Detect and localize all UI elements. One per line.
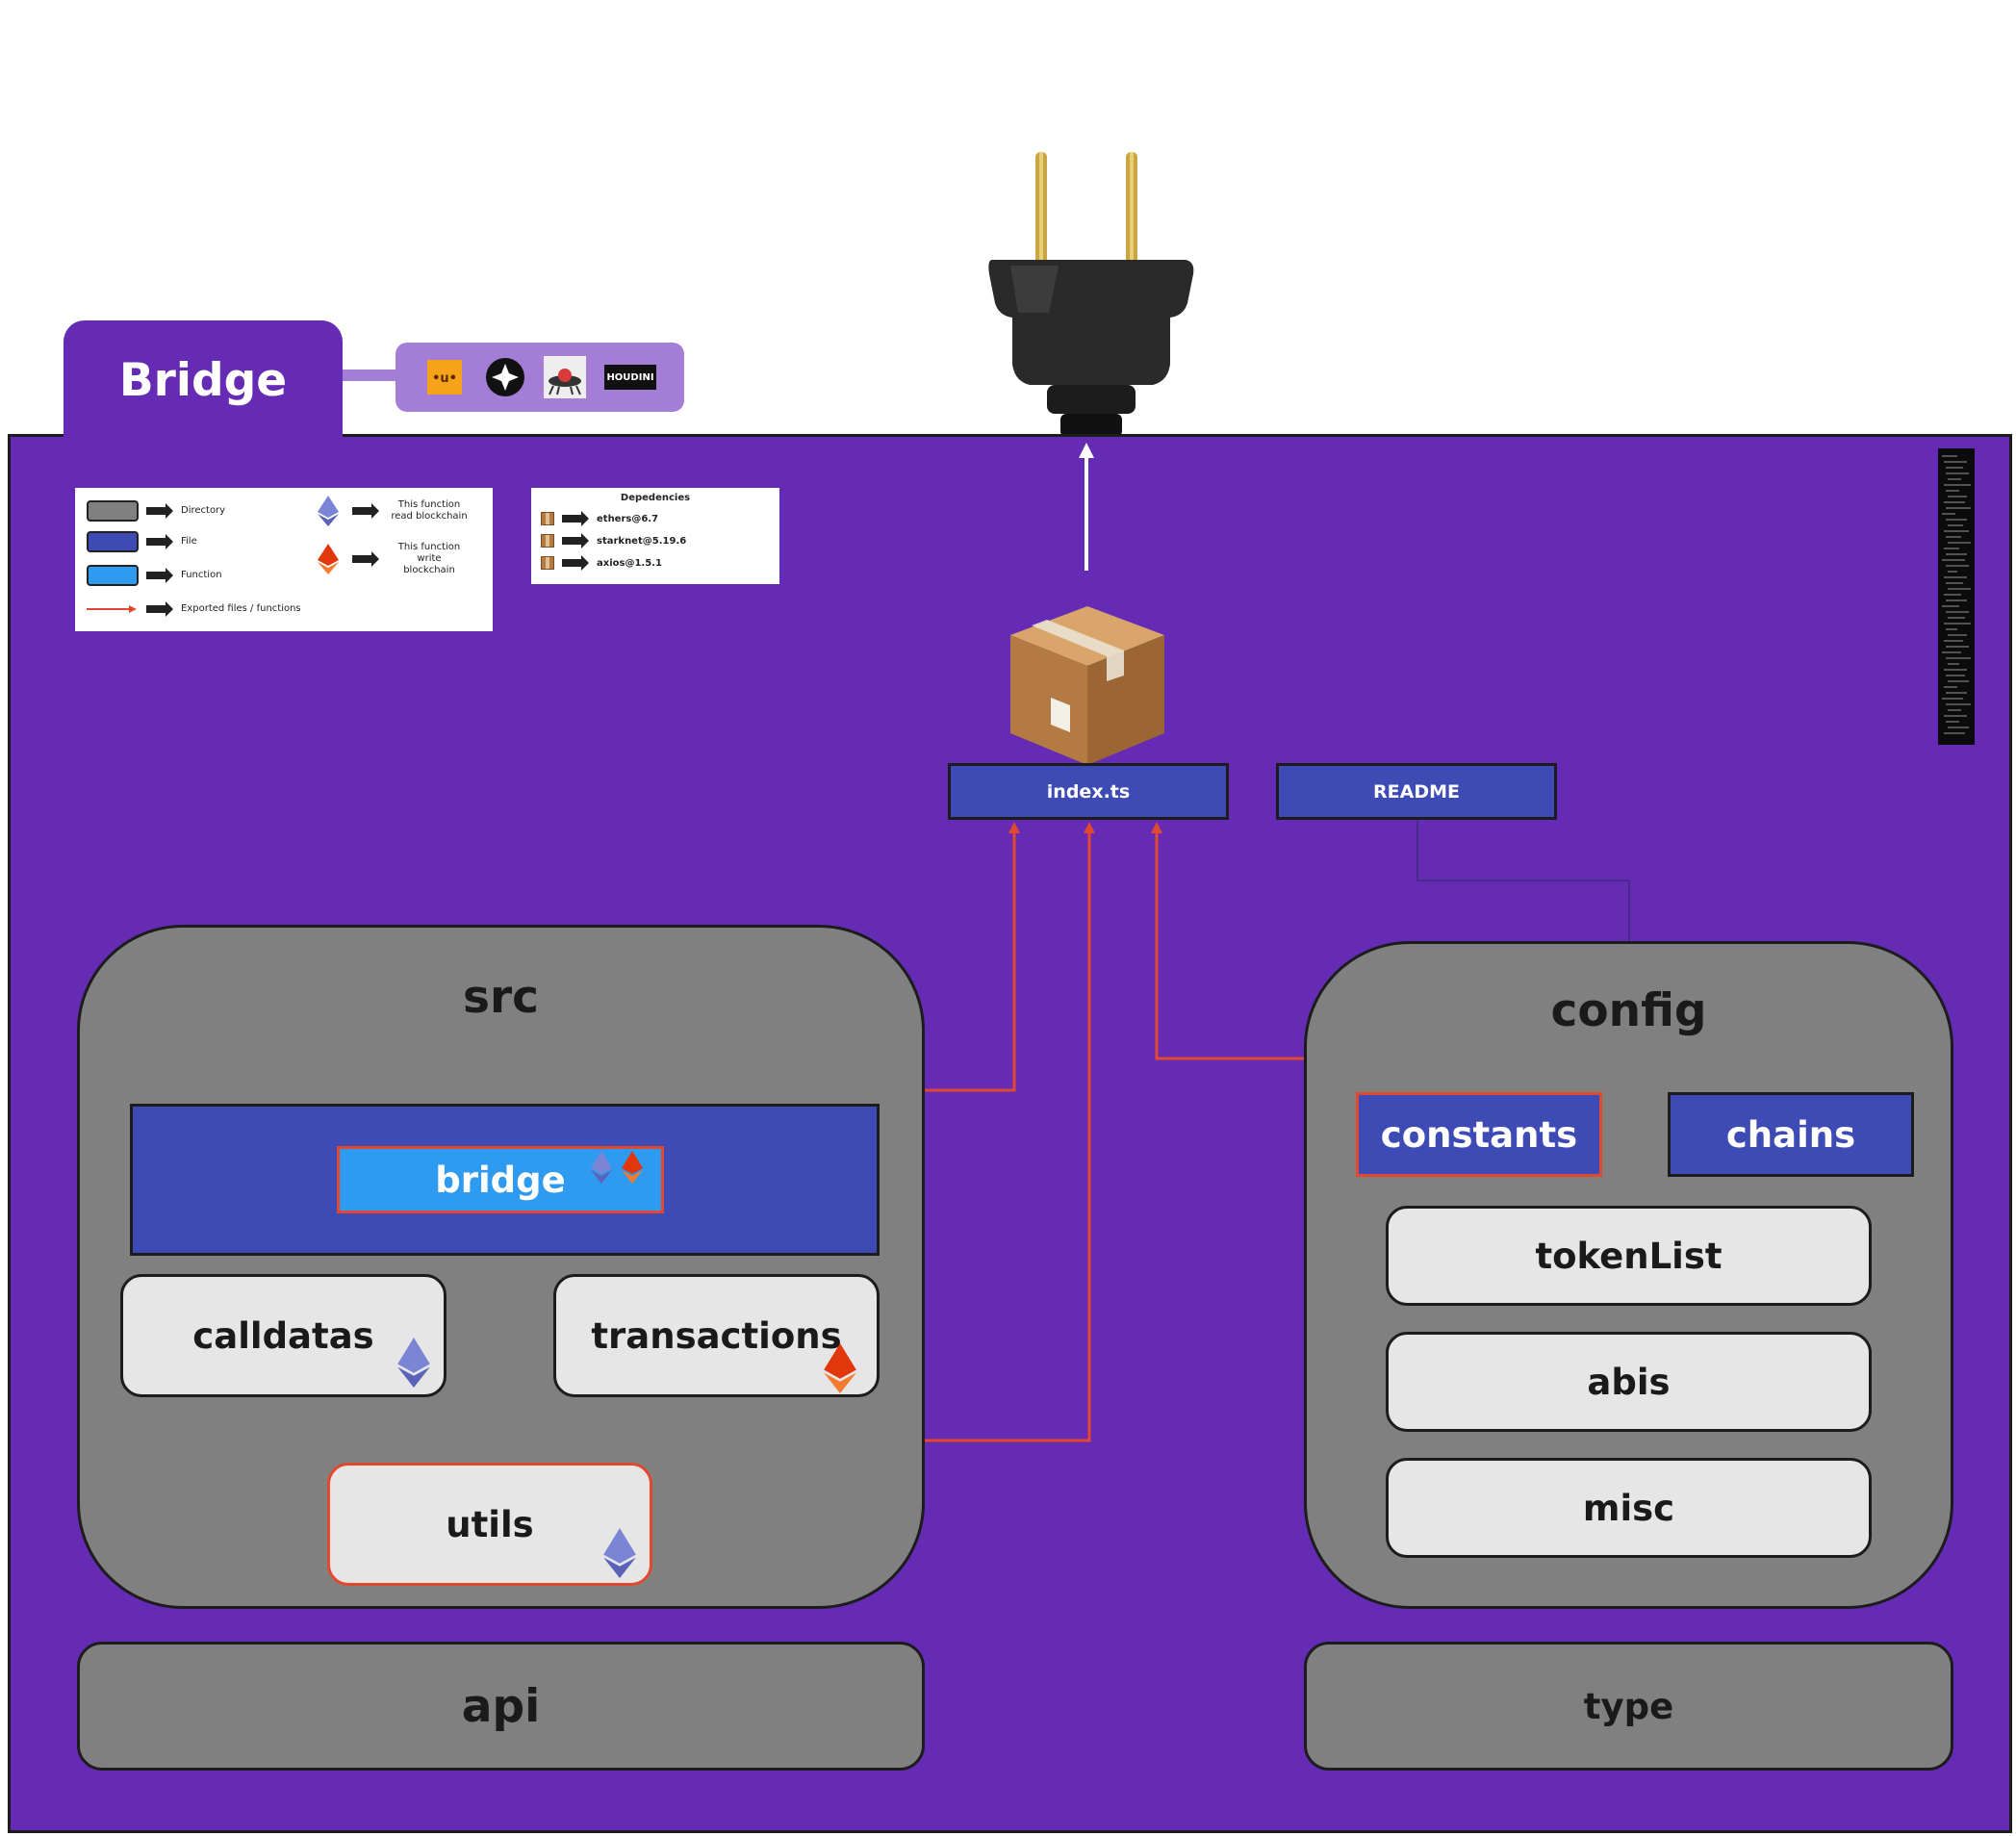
readme-file[interactable]: README xyxy=(1276,763,1557,820)
api-directory[interactable]: api xyxy=(77,1642,925,1771)
code-minimap xyxy=(1938,448,1975,745)
ethereum-write-icon xyxy=(622,1151,643,1184)
type-directory[interactable]: type xyxy=(1304,1642,1953,1771)
bridge-function-label: bridge xyxy=(435,1159,566,1201)
constants-label: constants xyxy=(1380,1113,1578,1156)
misc-label: misc xyxy=(1582,1487,1675,1529)
chains-file[interactable]: chains xyxy=(1668,1092,1914,1177)
chains-label: chains xyxy=(1725,1113,1856,1156)
ethereum-read-icon xyxy=(397,1338,430,1388)
dependency-item: starknet@5.19.6 xyxy=(541,533,687,548)
legend-panel: Directory File Function Exported files /… xyxy=(75,488,493,631)
file-swatch xyxy=(87,531,139,552)
arrow-icon xyxy=(352,551,379,567)
utils-file[interactable]: utils xyxy=(327,1463,652,1586)
integrations-logo-bar: •u• HOUDINI xyxy=(396,343,684,412)
arrow-icon xyxy=(562,555,589,571)
dependency-name: axios@1.5.1 xyxy=(597,557,662,569)
legend-function-label: Function xyxy=(181,570,222,580)
ethereum-read-icon xyxy=(318,496,339,526)
directory-swatch xyxy=(87,500,139,522)
power-plug-icon xyxy=(988,152,1194,437)
houdini-logo-text: HOUDINI xyxy=(607,372,654,383)
ufo-logo-icon xyxy=(544,356,587,398)
abis-file[interactable]: abis xyxy=(1386,1332,1872,1432)
package-icon xyxy=(541,512,554,525)
package-box-icon xyxy=(1010,606,1164,765)
arrow-icon xyxy=(562,511,589,526)
src-title: src xyxy=(462,971,539,1024)
misc-file[interactable]: misc xyxy=(1386,1458,1872,1558)
starknet-logo-icon xyxy=(484,356,526,398)
arrow-icon xyxy=(562,533,589,548)
type-label: type xyxy=(1583,1685,1674,1727)
package-title: Bridge xyxy=(64,320,343,440)
ethereum-read-icon xyxy=(591,1151,612,1184)
legend-file-label: File xyxy=(181,536,197,547)
tokenlist-file[interactable]: tokenList xyxy=(1386,1206,1872,1306)
dependency-item: ethers@6.7 xyxy=(541,511,659,526)
arrow-icon xyxy=(352,503,379,519)
package-icon xyxy=(541,556,554,570)
ethereum-write-icon xyxy=(318,544,339,574)
api-label: api xyxy=(461,1679,541,1733)
calldatas-label: calldatas xyxy=(192,1314,374,1357)
legend-write-label: This function write blockchain xyxy=(397,542,461,575)
bridge-function[interactable]: bridge xyxy=(337,1146,664,1213)
ethereum-read-icon xyxy=(603,1528,636,1578)
package-icon xyxy=(541,534,554,548)
tokenlist-label: tokenList xyxy=(1535,1235,1723,1277)
legend-directory-label: Directory xyxy=(181,505,226,516)
function-swatch xyxy=(87,565,139,586)
index-file[interactable]: index.ts xyxy=(948,763,1229,820)
dependency-name: ethers@6.7 xyxy=(597,513,659,524)
title-connector xyxy=(343,370,396,381)
dependencies-title: Depedencies xyxy=(620,493,691,503)
constants-file[interactable]: constants xyxy=(1356,1092,1602,1177)
config-title: config xyxy=(1550,984,1707,1037)
arrow-icon xyxy=(146,568,173,583)
uniswap-logo-icon: •u• xyxy=(423,356,466,398)
utils-label: utils xyxy=(446,1503,534,1545)
ethereum-write-icon xyxy=(824,1343,856,1393)
arrow-icon xyxy=(146,601,173,617)
export-arrow-icon xyxy=(87,605,137,613)
arrow-icon xyxy=(146,503,173,519)
dependency-name: starknet@5.19.6 xyxy=(597,535,687,547)
abis-label: abis xyxy=(1587,1361,1671,1403)
dependencies-panel: Depedencies ethers@6.7 starknet@5.19.6 a… xyxy=(531,488,779,584)
arrow-icon xyxy=(146,534,173,549)
transactions-file[interactable]: transactions xyxy=(553,1274,880,1397)
calldatas-file[interactable]: calldatas xyxy=(120,1274,447,1397)
legend-exported-label: Exported files / functions xyxy=(181,603,301,614)
uniswap-logo-text: •u• xyxy=(432,371,457,386)
legend-read-label: This function read blockchain xyxy=(391,499,468,522)
transactions-label: transactions xyxy=(591,1314,842,1357)
houdini-logo-icon: HOUDINI xyxy=(604,356,657,398)
dependency-item: axios@1.5.1 xyxy=(541,555,662,571)
